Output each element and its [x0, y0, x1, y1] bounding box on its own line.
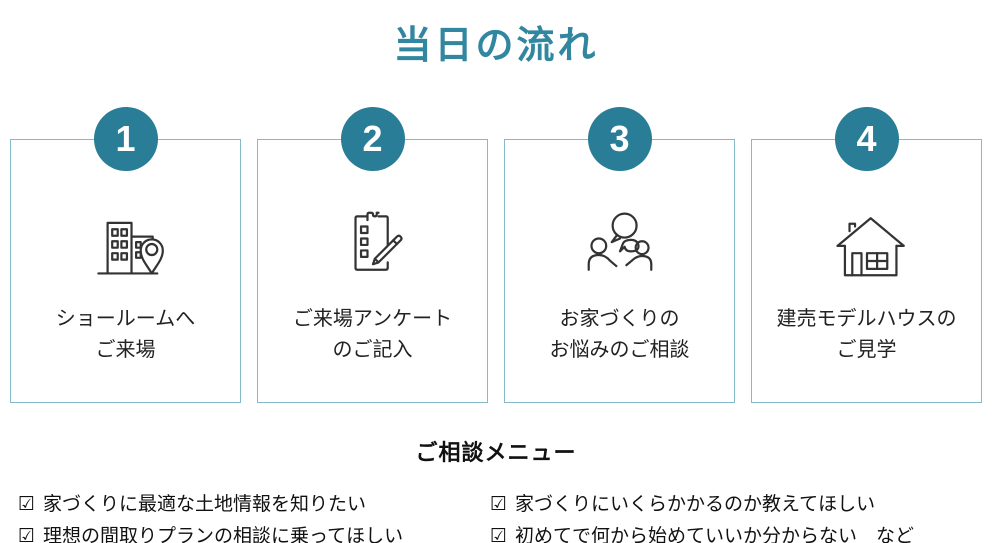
step-label-line2: ご来場	[95, 339, 156, 361]
checked-checkbox-icon: ☑	[490, 494, 508, 515]
step-number-badge: 3	[587, 107, 652, 171]
consultation-menu: ☑ 家づくりに最適な土地情報を知りたい ☑ 理想の間取りプランの相談に乗ってほし…	[0, 489, 992, 543]
step-card-questionnaire: 2 ご来場アンケート のご記入	[257, 107, 488, 403]
step-label-line1: ご来場アンケート	[292, 308, 453, 330]
consultation-menu-left-column: ☑ 家づくりに最適な土地情報を知りたい ☑ 理想の間取りプランの相談に乗ってほし…	[18, 489, 490, 543]
survey-pencil-icon	[327, 198, 419, 290]
checked-checkbox-icon: ☑	[490, 526, 508, 543]
consultation-menu-right-column: ☑ 家づくりにいくらかかるのか教えてほしい ☑ 初めてで何から始めていいか分から…	[490, 489, 992, 543]
step-card-consultation: 3 お家づくりの お悩みのご相談	[504, 107, 735, 403]
checked-checkbox-icon: ☑	[18, 526, 36, 543]
list-item: ☑ 初めてで何から始めていいか分からない など	[490, 521, 992, 543]
step-card-showroom: 1	[10, 107, 241, 403]
menu-item-label: 家づくりに最適な土地情報を知りたい	[43, 494, 367, 515]
checked-checkbox-icon: ☑	[18, 494, 36, 515]
list-item: ☑ 家づくりにいくらかかるのか教えてほしい	[490, 489, 992, 521]
building-location-icon	[80, 198, 172, 290]
step-number-badge: 4	[834, 107, 899, 171]
step-label: ご来場アンケート のご記入	[293, 304, 452, 366]
menu-item-label: 家づくりにいくらかかるのか教えてほしい	[515, 494, 876, 515]
consultation-people-icon	[574, 198, 666, 290]
menu-item-label: 初めてで何から始めていいか分からない など	[515, 526, 915, 543]
step-number-badge: 2	[340, 107, 405, 171]
model-house-icon	[821, 198, 913, 290]
step-label: 建売モデルハウスの ご見学	[777, 304, 957, 366]
step-label: お家づくりの お悩みのご相談	[550, 304, 690, 366]
step-card-model-house: 4 建売モデルハウスの ご見学	[751, 107, 982, 403]
step-label-line1: ショールームへ	[55, 308, 196, 330]
steps-row: 1	[0, 107, 992, 403]
step-label-line1: お家づくりの	[559, 308, 680, 330]
list-item: ☑ 理想の間取りプランの相談に乗ってほしい	[18, 521, 490, 543]
page-title: 当日の流れ	[393, 25, 599, 67]
step-label-line2: のご記入	[332, 339, 413, 361]
step-label-line2: お悩みのご相談	[549, 339, 690, 361]
step-label: ショールームへ ご来場	[56, 304, 195, 366]
step-number-badge: 1	[93, 107, 158, 171]
consultation-menu-title: ご相談メニュー	[415, 440, 577, 465]
step-label-line1: 建売モデルハウスの	[776, 308, 957, 330]
list-item: ☑ 家づくりに最適な土地情報を知りたい	[18, 489, 490, 521]
menu-item-label: 理想の間取りプランの相談に乗ってほしい	[43, 526, 404, 543]
step-label-line2: ご見学	[836, 339, 897, 361]
